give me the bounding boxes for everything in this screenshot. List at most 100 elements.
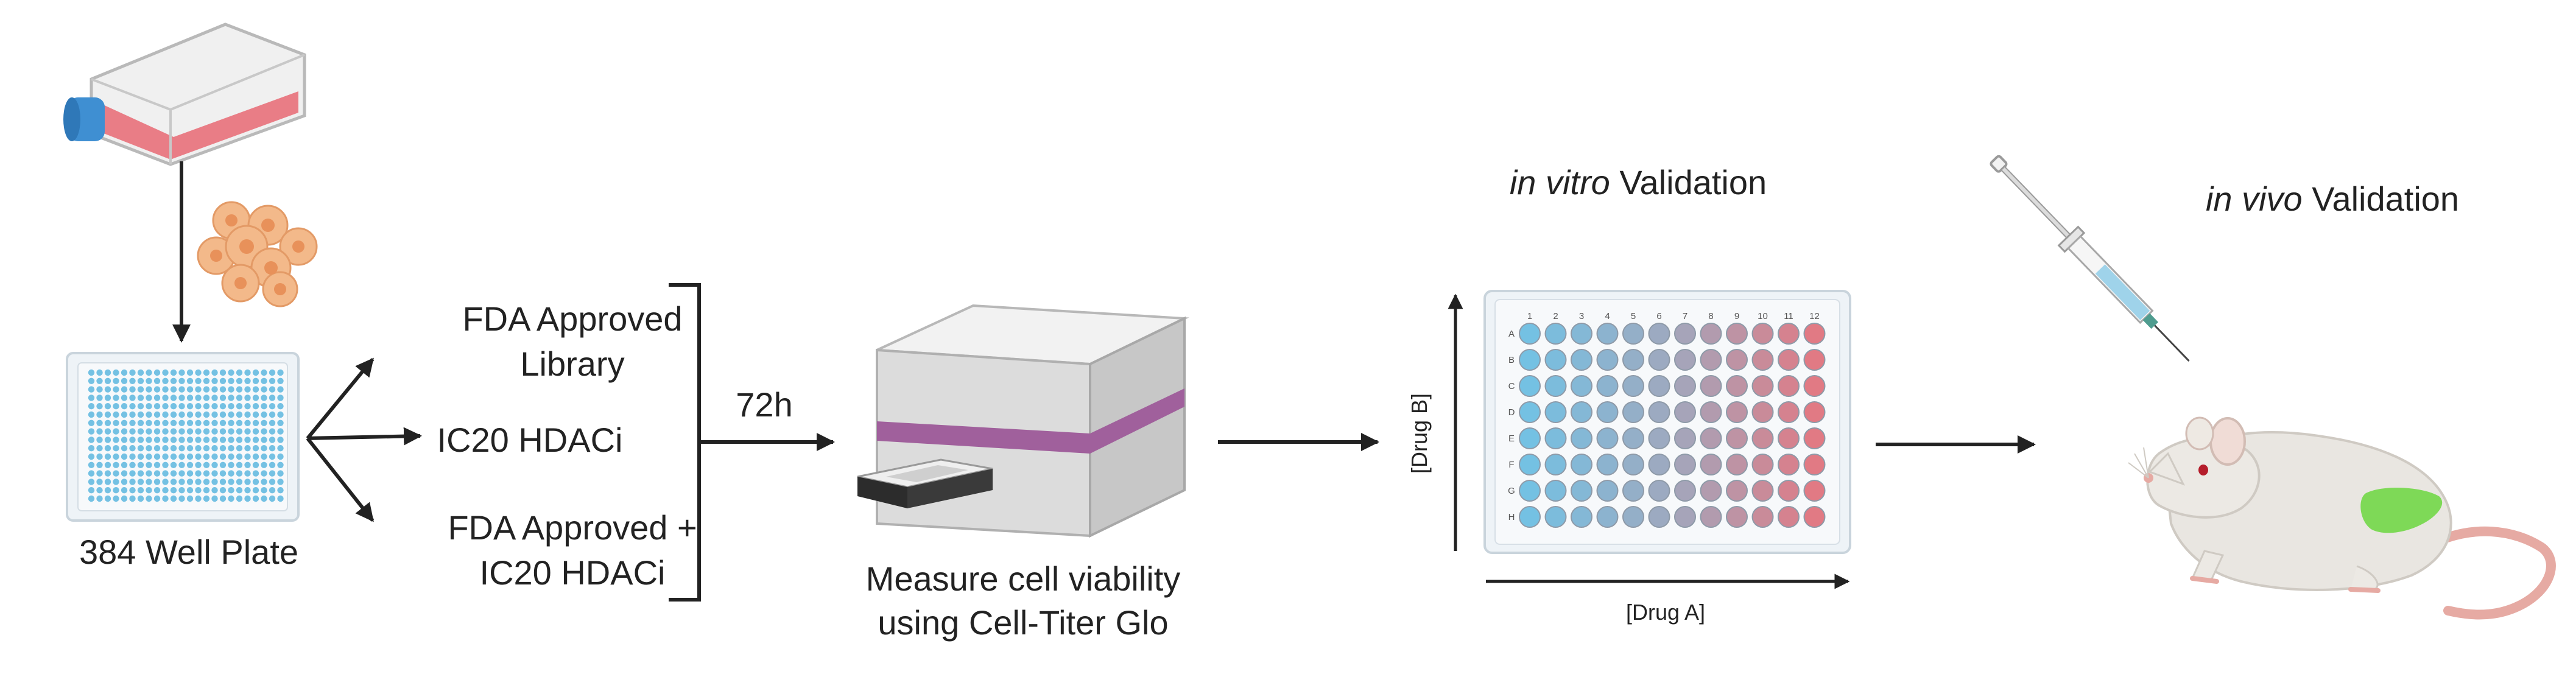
- well-96: [1519, 506, 1541, 528]
- plate96-row-label: E: [1508, 433, 1515, 444]
- well-384: [211, 428, 218, 435]
- well-384: [162, 377, 169, 384]
- well-384: [269, 369, 276, 376]
- well-384: [162, 428, 169, 435]
- invivo-title: in vivo Validation: [2162, 178, 2503, 220]
- well-384: [203, 453, 210, 460]
- well-384: [96, 445, 103, 452]
- well-384: [170, 470, 177, 477]
- well-96: [1622, 506, 1644, 528]
- well-384: [269, 461, 276, 468]
- invitro-italic: in vitro: [1509, 163, 1610, 202]
- well-384: [113, 411, 119, 418]
- well-384: [88, 495, 95, 502]
- well-384: [178, 470, 185, 477]
- well-384: [252, 419, 259, 426]
- plate96-col-label: 3: [1579, 311, 1584, 321]
- well-384: [195, 419, 202, 426]
- well-384: [236, 419, 243, 426]
- well-96: [1751, 427, 1774, 449]
- well-96: [1778, 401, 1800, 423]
- well-384: [228, 428, 234, 435]
- well-384: [211, 495, 218, 502]
- well-384: [261, 411, 267, 418]
- well-384: [88, 453, 95, 460]
- well-384: [170, 386, 177, 393]
- well-384: [178, 487, 185, 494]
- well-384: [195, 369, 202, 376]
- well-384: [261, 377, 267, 384]
- well-384: [186, 377, 194, 384]
- well-384: [195, 437, 202, 443]
- well-96: [1803, 506, 1826, 528]
- well-384: [219, 411, 227, 418]
- well-384: [170, 495, 177, 502]
- well-384: [113, 377, 119, 384]
- well-96: [1674, 506, 1696, 528]
- measure-line2: using Cell-Titer Glo: [878, 603, 1169, 642]
- well-96: [1596, 349, 1619, 371]
- well-384: [121, 461, 128, 468]
- well-384: [170, 411, 177, 418]
- well-96: [1596, 427, 1619, 449]
- well-384: [186, 395, 194, 401]
- well-384: [146, 479, 152, 485]
- well-384: [153, 487, 161, 494]
- well-384: [219, 437, 227, 443]
- well-384: [219, 403, 227, 410]
- well-384: [261, 386, 267, 393]
- well-384: [244, 428, 251, 435]
- well-384: [137, 403, 144, 410]
- well-384: [195, 386, 202, 393]
- well-384: [104, 395, 111, 401]
- well-384: [178, 437, 185, 443]
- well-384: [170, 428, 177, 435]
- fda-library-label: FDA Approved Library: [390, 296, 755, 387]
- well-384: [186, 495, 194, 502]
- well-384: [170, 437, 177, 443]
- well-384: [146, 487, 152, 494]
- well-384: [153, 445, 161, 452]
- well-384: [186, 479, 194, 485]
- well-96: [1700, 427, 1722, 449]
- well-384: [277, 479, 284, 485]
- well-96: [1674, 349, 1696, 371]
- well-384: [146, 428, 152, 435]
- well-384: [244, 411, 251, 418]
- plate-reader-icon: [857, 304, 1189, 538]
- well-384: [261, 479, 267, 485]
- well-384: [137, 428, 144, 435]
- arrow-branch-lower: [306, 437, 375, 522]
- well-384: [211, 403, 218, 410]
- well-384: [228, 445, 234, 452]
- well-384: [203, 428, 210, 435]
- well-384: [211, 395, 218, 401]
- well-384: [244, 437, 251, 443]
- well-384: [113, 487, 119, 494]
- plate-384-icon: [66, 352, 300, 522]
- well-384: [195, 453, 202, 460]
- well-96: [1726, 401, 1748, 423]
- well-384: [121, 386, 128, 393]
- well-384: [170, 487, 177, 494]
- well-384: [113, 395, 119, 401]
- well-384: [252, 453, 259, 460]
- plate384-label: 384 Well Plate: [79, 533, 299, 571]
- well-384: [186, 445, 194, 452]
- well-96: [1751, 506, 1774, 528]
- well-384: [104, 428, 111, 435]
- plate96-col-label: 4: [1605, 311, 1610, 321]
- well-384: [219, 479, 227, 485]
- well-384: [252, 386, 259, 393]
- well-384: [269, 445, 276, 452]
- well-384: [269, 479, 276, 485]
- well-384: [203, 470, 210, 477]
- well-384: [137, 470, 144, 477]
- well-384: [261, 437, 267, 443]
- well-96: [1778, 480, 1800, 502]
- well-384: [236, 437, 243, 443]
- well-384: [228, 487, 234, 494]
- well-384: [137, 453, 144, 460]
- well-96: [1751, 401, 1774, 423]
